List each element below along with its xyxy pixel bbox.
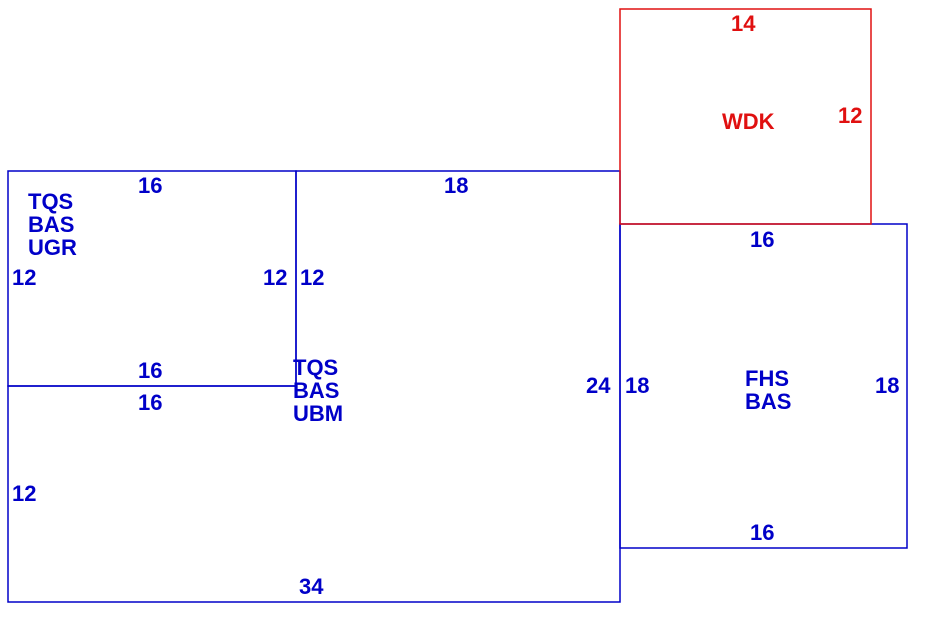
ubm-right-dimension: 24: [586, 373, 611, 398]
fhs-bottom-dimension: 16: [750, 520, 774, 545]
ugr-bottom-dimension: 16: [138, 358, 162, 383]
ubm-lower-left-dimension: 12: [12, 481, 36, 506]
ubm-upper-left-dimension: 12: [300, 265, 324, 290]
ugr-area-label-line-3: UGR: [28, 235, 77, 260]
fhs-area-label-line-2: BAS: [745, 389, 791, 414]
wdk-top-dimension: 14: [731, 11, 756, 36]
ugr-top-dimension: 16: [138, 173, 162, 198]
ubm-step-top-dimension: 16: [138, 390, 162, 415]
wdk-area-label: WDK: [722, 109, 775, 134]
wdk-area-outline: [619, 8, 872, 225]
ugr-right-dimension: 12: [263, 265, 287, 290]
ugr-area-label-line-1: TQS: [28, 189, 73, 214]
ubm-area-label-line-3: UBM: [293, 401, 343, 426]
fhs-top-dimension: 16: [750, 227, 774, 252]
ubm-top-dimension: 18: [444, 173, 468, 198]
ugr-left-dimension: 12: [12, 265, 36, 290]
ubm-area-label-line-1: TQS: [293, 355, 338, 380]
fhs-left-dimension: 18: [625, 373, 649, 398]
ubm-bottom-dimension: 34: [299, 574, 324, 599]
wdk-right-dimension: 12: [838, 103, 862, 128]
ugr-area-label-line-2: BAS: [28, 212, 74, 237]
fhs-right-dimension: 18: [875, 373, 899, 398]
ubm-area-label-line-2: BAS: [293, 378, 339, 403]
fhs-area-label-line-1: FHS: [745, 366, 789, 391]
